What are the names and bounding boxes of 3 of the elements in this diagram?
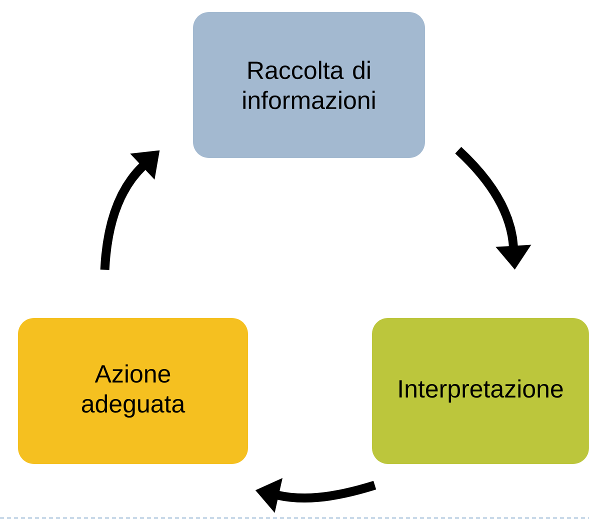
process-box: Raccolta di informazioni <box>193 12 425 158</box>
process-box: Interpretazione <box>372 318 589 464</box>
process-box: Azione adeguata <box>18 318 248 464</box>
